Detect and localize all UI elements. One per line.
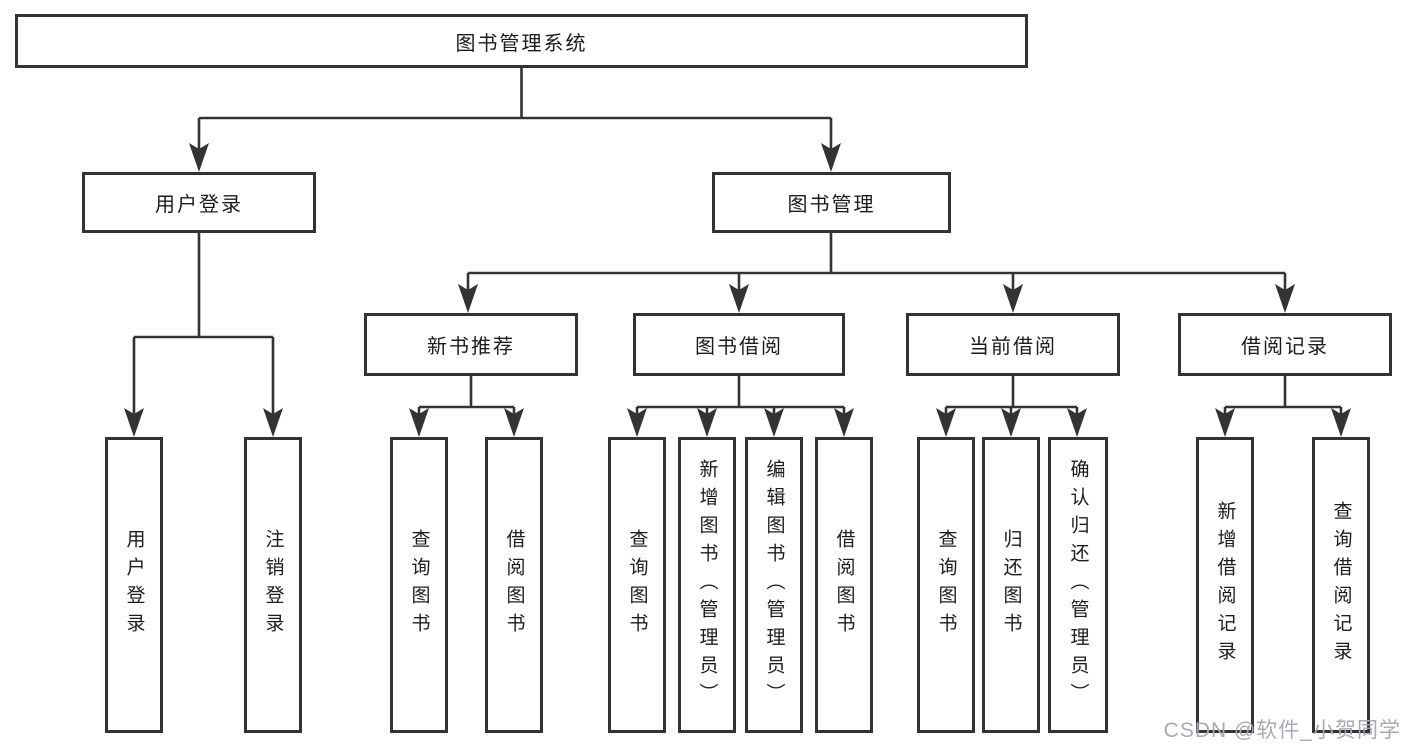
connector-bookmgmt-to-level3 [466,233,1287,290]
arrowhead [627,408,647,437]
leaf-borrow-borrow-books: 借阅图书 [815,437,873,733]
leaf-label: 归还图书 [1000,529,1022,641]
arrowhead [821,143,841,172]
arrowhead [1003,284,1023,313]
leaf-label: 借阅图书 [503,529,525,641]
connector-userlogin-to-leaves [132,233,275,414]
leaf-label: 借阅图书 [833,529,855,641]
arrowhead [936,408,956,437]
leaf-recommend-borrow-books: 借阅图书 [485,437,543,733]
arrowhead [729,284,749,313]
leaf-records-query-borrow-record: 查询借阅记录 [1312,437,1370,733]
arrowhead [834,408,854,437]
arrowhead [1215,408,1235,437]
connector-current-to-leaves [944,376,1079,414]
node-label: 借阅记录 [1241,336,1329,358]
node-label: 图书管理 [787,194,876,216]
leaf-borrow-edit-books-admin: 编辑图书（管理员） [745,437,803,733]
connector-borrow-to-leaves [635,376,846,414]
csdn-watermark: CSDN @软件_小贺同学 [1163,719,1401,742]
arrowhead [1001,408,1021,437]
leaf-label: 编辑图书（管理员） [763,459,785,711]
leaf-label: 注销登录 [262,529,284,641]
leaf-label: 确认归还（管理员） [1067,459,1089,711]
leaf-label: 查询图书 [626,529,648,641]
node-root-label: 图书管理系统 [455,32,588,55]
leaf-label: 查询借阅记录 [1330,501,1352,669]
arrowhead [124,408,144,437]
node-label: 用户登录 [155,194,243,216]
leaf-current-query-books: 查询图书 [917,437,975,733]
arrowhead [1067,408,1087,437]
arrowhead [1275,284,1295,313]
leaf-current-return-books: 归还图书 [982,437,1040,733]
arrowhead [189,143,209,172]
connector-records-to-leaves [1223,376,1343,414]
node-root-system: 图书管理系统 [15,14,1028,68]
arrowhead [764,408,784,437]
leaf-borrow-query-books: 查询图书 [608,437,666,733]
node-book-borrow: 图书借阅 [633,313,845,376]
leaf-current-confirm-return-admin: 确认归还（管理员） [1048,437,1108,733]
leaf-user-login: 用户登录 [105,437,163,733]
node-current-borrow: 当前借阅 [906,313,1120,376]
node-label: 图书借阅 [695,336,783,358]
node-book-management-branch: 图书管理 [712,172,951,233]
leaf-recommend-query-books: 查询图书 [390,437,448,733]
arrowhead [504,408,524,437]
leaf-logout: 注销登录 [244,437,302,733]
leaf-label: 用户登录 [123,529,145,641]
leaf-borrow-add-books-admin: 新增图书（管理员） [678,437,736,733]
node-label: 新书推荐 [427,336,515,358]
leaf-label: 新增借阅记录 [1214,501,1236,669]
node-new-book-recommend: 新书推荐 [364,313,578,376]
arrowhead [458,284,478,313]
node-label: 当前借阅 [969,336,1057,358]
arrowhead [1331,408,1351,437]
arrowhead [263,408,283,437]
node-user-login-branch: 用户登录 [82,172,316,233]
leaf-label: 新增图书（管理员） [696,459,718,711]
connector-root-to-level2 [197,68,833,150]
connector-recommend-to-leaves [417,376,516,414]
leaf-records-add-borrow-record: 新增借阅记录 [1196,437,1254,733]
node-borrow-records: 借阅记录 [1178,313,1392,376]
arrowhead [697,408,717,437]
leaf-label: 查询图书 [408,529,430,641]
arrowhead [409,408,429,437]
leaf-label: 查询图书 [935,529,957,641]
